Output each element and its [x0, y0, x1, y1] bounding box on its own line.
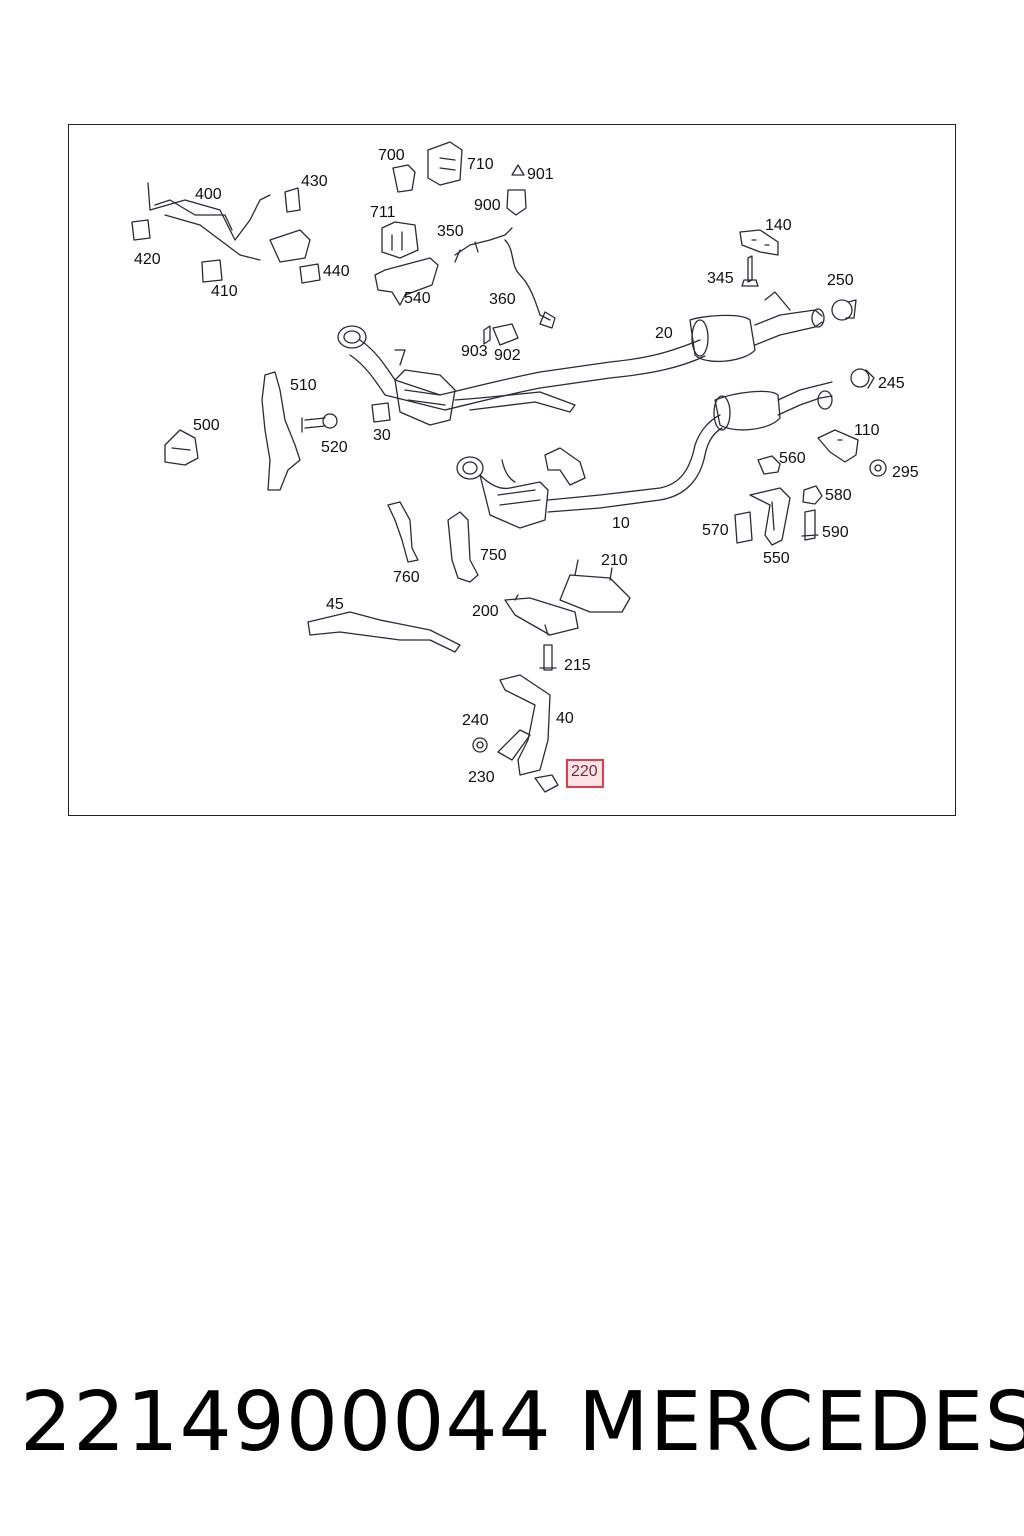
callout-220-highlighted[interactable]: 220 — [566, 759, 604, 788]
callout-420[interactable]: 420 — [134, 251, 161, 268]
callout-345[interactable]: 345 — [707, 270, 734, 287]
callout-250[interactable]: 250 — [827, 272, 854, 289]
callout-510[interactable]: 510 — [290, 377, 317, 394]
callout-140[interactable]: 140 — [765, 217, 792, 234]
callout-700[interactable]: 700 — [378, 147, 405, 164]
callout-20[interactable]: 20 — [655, 325, 673, 342]
callout-10[interactable]: 10 — [612, 515, 630, 532]
callout-711[interactable]: 711 — [370, 204, 396, 221]
callout-410[interactable]: 410 — [211, 283, 238, 300]
callout-350[interactable]: 350 — [437, 223, 464, 240]
callout-590[interactable]: 590 — [822, 524, 849, 541]
callout-230[interactable]: 230 — [468, 769, 495, 786]
callout-560[interactable]: 560 — [779, 450, 806, 467]
callout-570[interactable]: 570 — [702, 522, 729, 539]
callout-500[interactable]: 500 — [193, 417, 220, 434]
callout-110[interactable]: 110 — [854, 422, 880, 439]
parts-diagram-frame — [68, 124, 956, 816]
callout-550[interactable]: 550 — [763, 550, 790, 567]
callout-40[interactable]: 40 — [556, 710, 574, 727]
callout-245[interactable]: 245 — [878, 375, 905, 392]
callout-580[interactable]: 580 — [825, 487, 852, 504]
callout-430[interactable]: 430 — [301, 173, 328, 190]
brand-name: MERCEDES — [578, 1375, 1024, 1470]
callout-440[interactable]: 440 — [323, 263, 350, 280]
callout-750[interactable]: 750 — [480, 547, 507, 564]
exhaust-system-drawing — [131, 141, 887, 793]
callout-240[interactable]: 240 — [462, 712, 489, 729]
callout-360[interactable]: 360 — [489, 291, 516, 308]
callout-200[interactable]: 200 — [472, 603, 499, 620]
small-parts — [131, 141, 887, 793]
callout-295[interactable]: 295 — [892, 464, 919, 481]
callout-520[interactable]: 520 — [321, 439, 348, 456]
callout-540[interactable]: 540 — [404, 290, 431, 307]
callout-710[interactable]: 710 — [467, 156, 494, 173]
callout-760[interactable]: 760 — [393, 569, 420, 586]
callout-210[interactable]: 210 — [601, 552, 628, 569]
callout-903[interactable]: 903 — [461, 343, 488, 360]
callout-400[interactable]: 400 — [195, 186, 222, 203]
part-number: 2214900044 — [20, 1375, 552, 1470]
exhaust-pipe-20 — [337, 291, 825, 426]
exhaust-pipe-10 — [456, 381, 833, 529]
callout-901[interactable]: 901 — [527, 166, 554, 183]
callout-902[interactable]: 902 — [494, 347, 521, 364]
callout-45[interactable]: 45 — [326, 596, 344, 613]
callout-215[interactable]: 215 — [564, 657, 591, 674]
callout-30[interactable]: 30 — [373, 427, 391, 444]
callout-900[interactable]: 900 — [474, 197, 501, 214]
